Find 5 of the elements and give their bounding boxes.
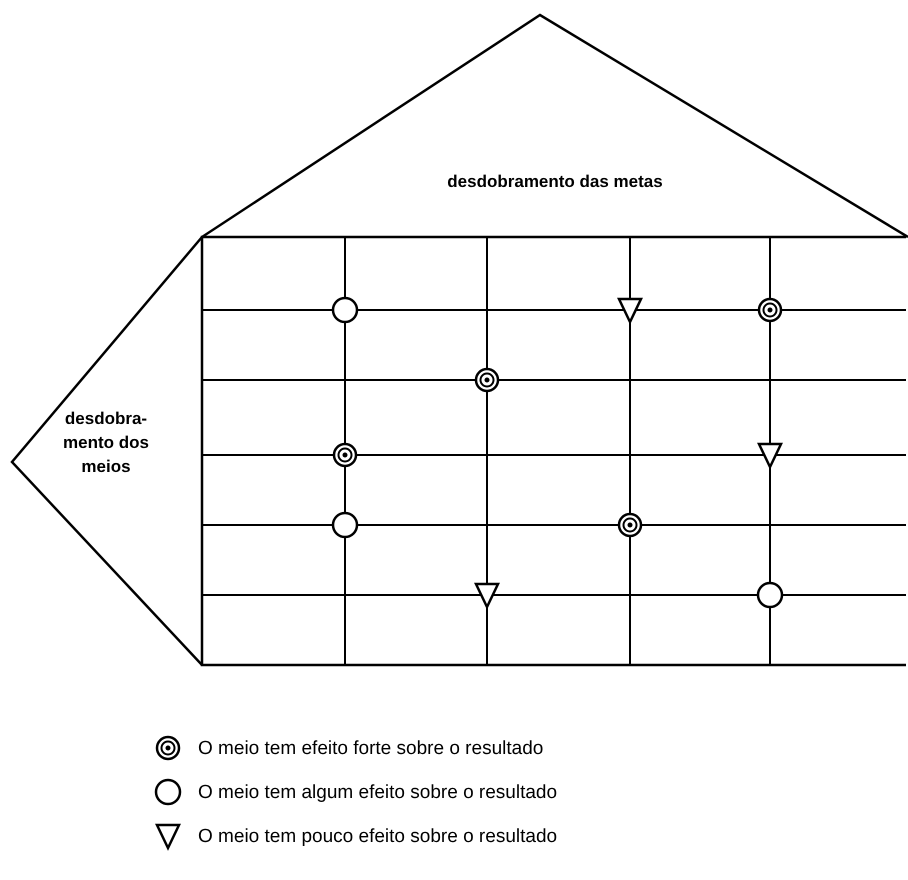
- legend-text: O meio tem algum efeito sobre o resultado: [198, 782, 558, 804]
- section-heading: desdobra- mento dos meios: [62, 408, 150, 478]
- section-heading: desdobramento das metas: [446, 171, 664, 193]
- legend-text: O meio tem pouco efeito sobre o resultado: [198, 826, 558, 848]
- legend-text: O meio tem efeito forte sobre o resultado: [198, 738, 544, 760]
